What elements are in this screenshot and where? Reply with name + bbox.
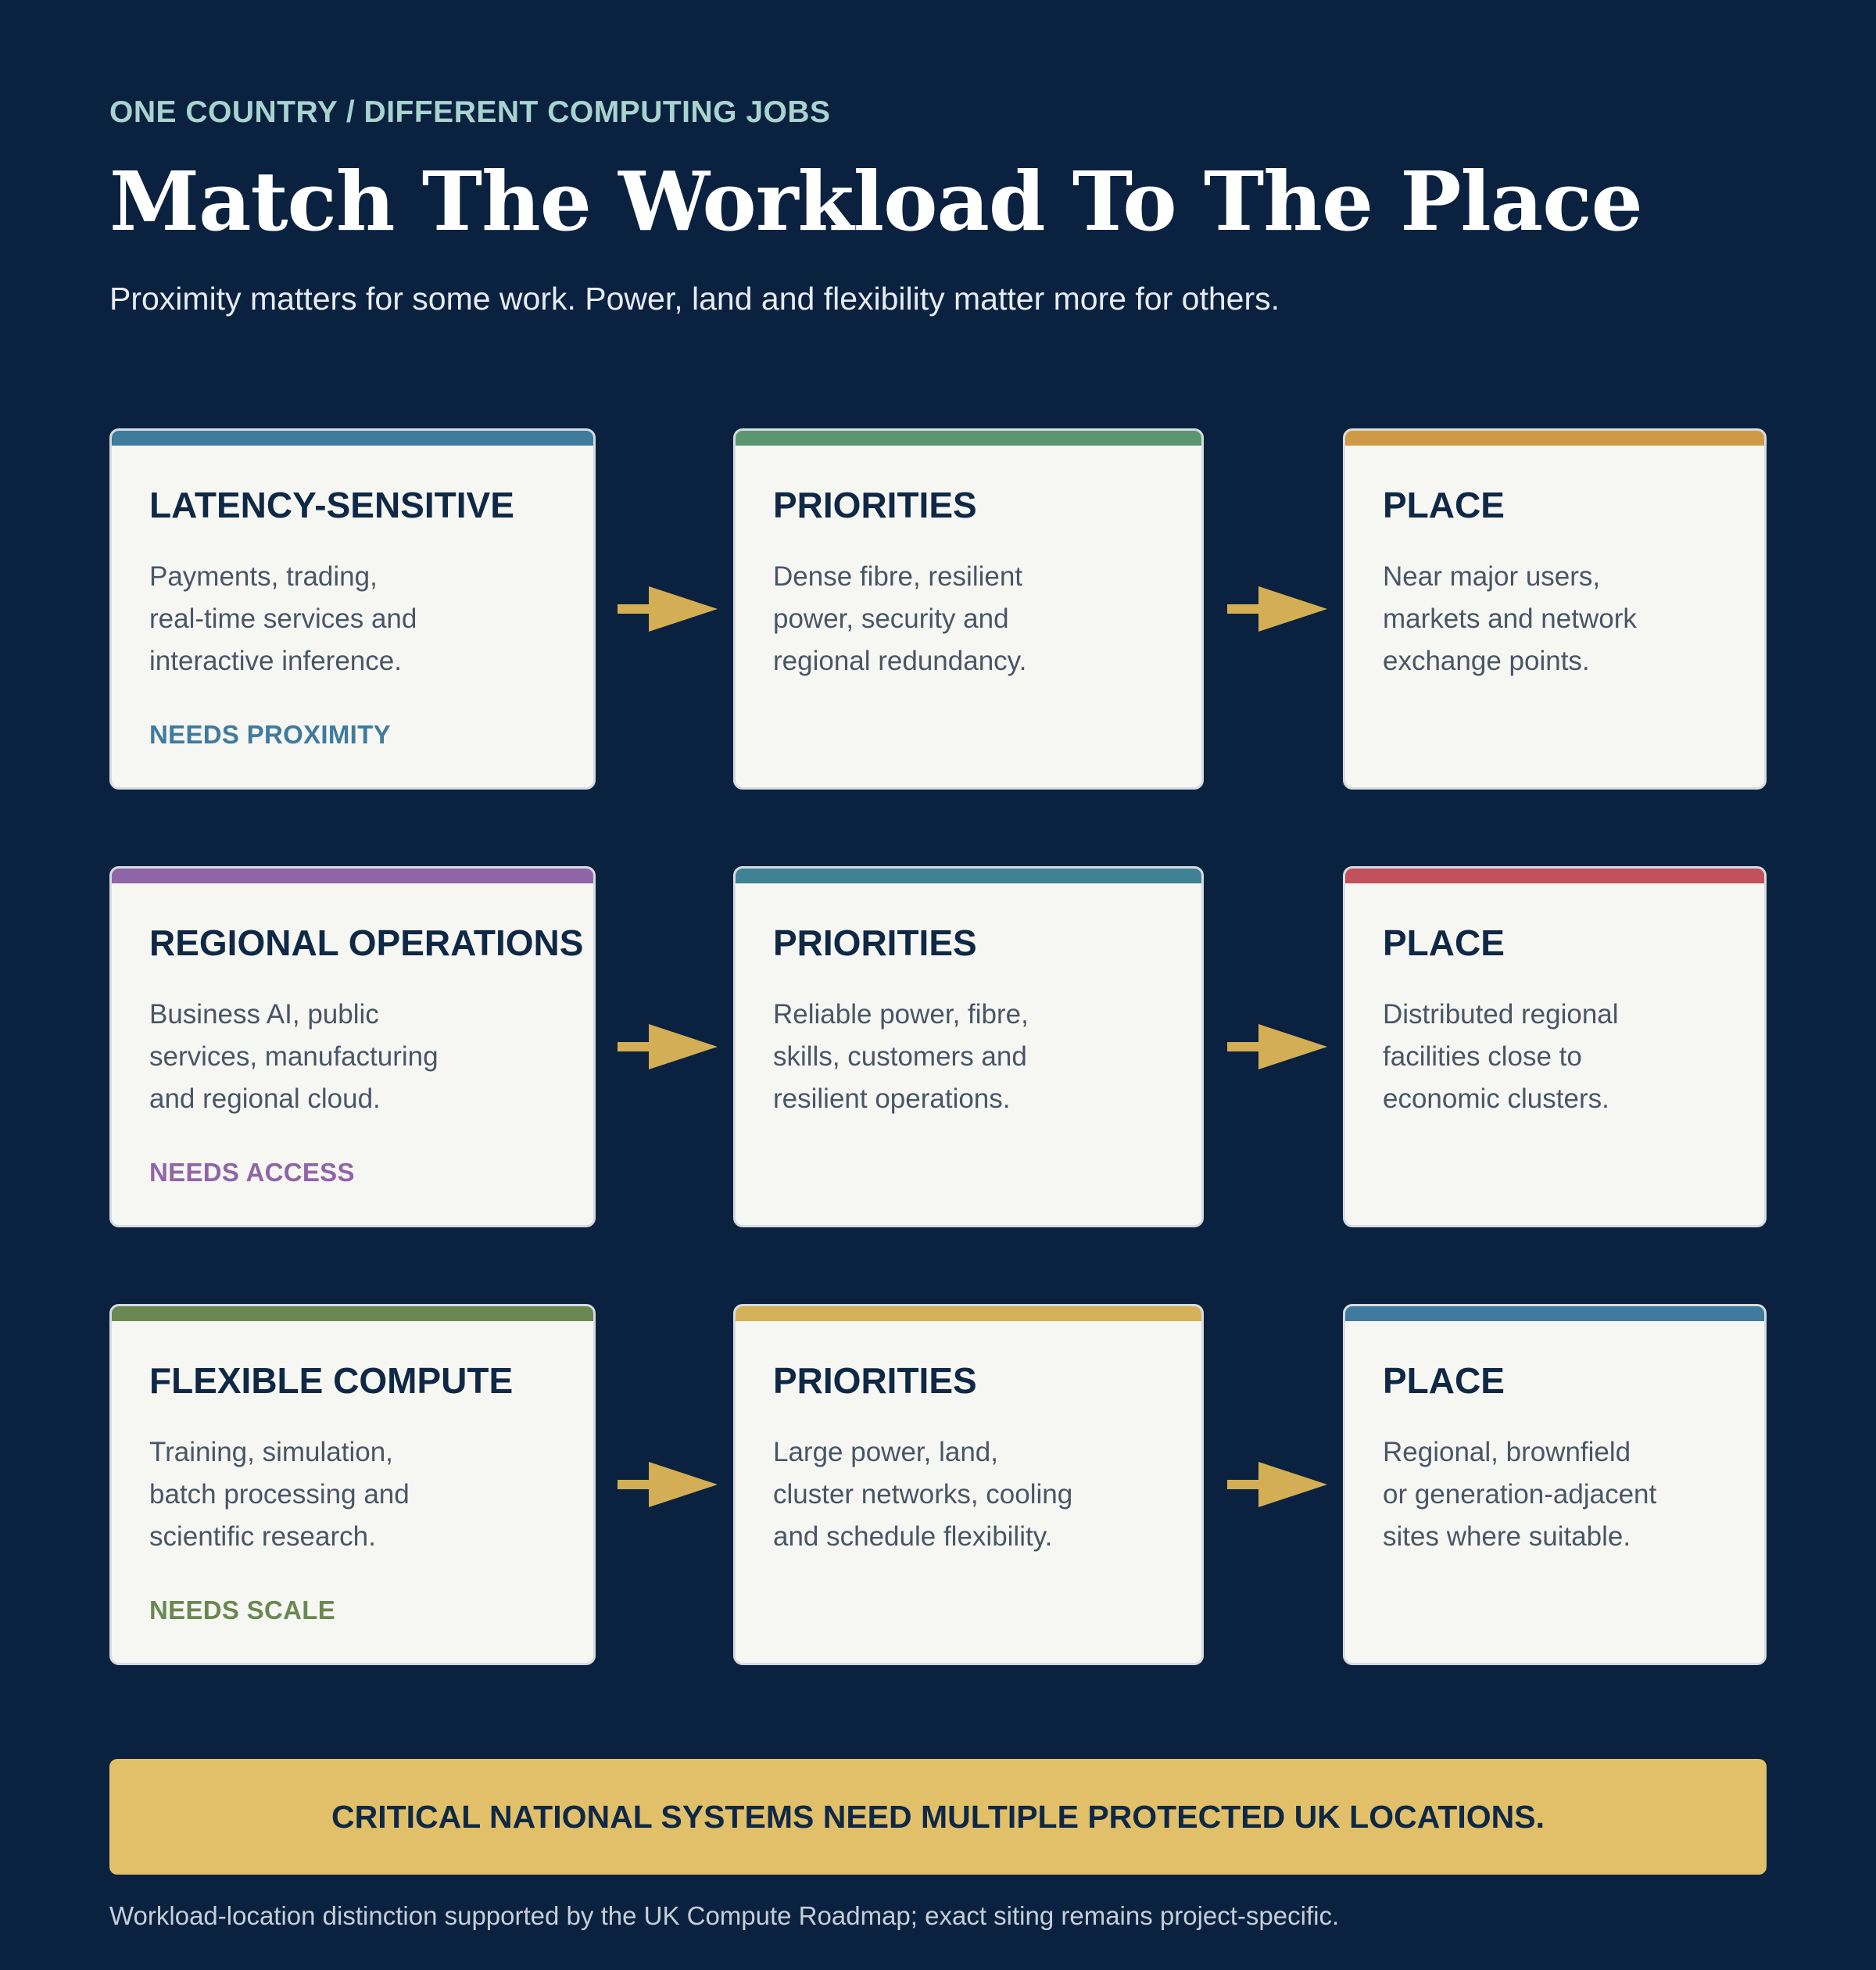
card-description-line: sites where suitable. [1383, 1521, 1631, 1552]
card-need-tag: NEEDS PROXIMITY [149, 720, 391, 749]
card-description: Distributed regional facilities close to e… [1383, 994, 1619, 1120]
card-description-line: Large power, land, [773, 1437, 998, 1467]
arrow-right-icon [618, 586, 718, 632]
card-accent-bar [736, 1306, 1201, 1321]
card-title: LATENCY-SENSITIVE [149, 485, 514, 525]
card-title: PRIORITIES [773, 485, 977, 525]
card-accent-bar [736, 869, 1201, 883]
card-description-line: economic clusters. [1383, 1084, 1609, 1114]
card-description: Training, simulation, batch processing an… [149, 1431, 410, 1558]
card-description-line: regional redundancy. [773, 646, 1027, 676]
card-description-line: interactive inference. [149, 646, 402, 676]
arrow-right-icon [618, 1462, 718, 1507]
card-description-line: resilient operations. [773, 1084, 1011, 1114]
card-description-line: exchange points. [1383, 646, 1590, 676]
card-description-line: Payments, trading, [149, 561, 378, 592]
card-description-line: and regional cloud. [149, 1084, 381, 1114]
card-description: Near major users, markets and network exch… [1383, 556, 1637, 682]
card-accent-bar [112, 431, 593, 446]
card-description-line: Training, simulation, [149, 1437, 393, 1467]
card-description: Large power, land, cluster networks, cool… [773, 1431, 1072, 1558]
workload-card: FLEXIBLE COMPUTE Training, simulation, bat… [109, 1304, 596, 1665]
card-description-line: skills, customers and [773, 1041, 1027, 1072]
card-title: PRIORITIES [773, 922, 977, 963]
card-description: Reliable power, fibre, skills, customers … [773, 994, 1029, 1120]
card-description-line: services, manufacturing [149, 1041, 439, 1072]
conclusion-banner: CRITICAL NATIONAL SYSTEMS NEED MULTIPLE … [109, 1759, 1767, 1875]
card-description-line: facilities close to [1383, 1041, 1582, 1072]
workload-card: REGIONAL OPERATIONS Business AI, public se… [109, 866, 596, 1227]
card-accent-bar [1345, 869, 1764, 883]
card-title: PRIORITIES [773, 1360, 977, 1401]
arrow-right-icon [1227, 1024, 1327, 1069]
banner-text: CRITICAL NATIONAL SYSTEMS NEED MULTIPLE … [331, 1798, 1545, 1835]
priorities-card: PRIORITIES Large power, land, cluster netw… [733, 1304, 1204, 1665]
card-description-line: Distributed regional [1383, 999, 1619, 1030]
eyebrow: ONE COUNTRY / DIFFERENT COMPUTING JOBS [109, 95, 831, 129]
card-accent-bar [736, 431, 1201, 446]
arrow-right-icon [1227, 1462, 1327, 1507]
arrow-right-icon [618, 1024, 718, 1069]
card-description-line: batch processing and [149, 1479, 410, 1510]
card-description-line: Regional, brownfield [1383, 1437, 1631, 1467]
card-description-line: or generation-adjacent [1383, 1479, 1657, 1510]
card-description-line: Business AI, public [149, 999, 379, 1030]
card-accent-bar [1345, 1306, 1764, 1321]
priorities-card: PRIORITIES Dense fibre, resilient power, s… [733, 428, 1204, 790]
priorities-card: PRIORITIES Reliable power, fibre, skills, … [733, 866, 1204, 1227]
card-description: Dense fibre, resilient power, security an… [773, 556, 1026, 682]
card-title: REGIONAL OPERATIONS [149, 922, 584, 963]
card-description-line: and schedule flexibility. [773, 1521, 1053, 1552]
card-title: FLEXIBLE COMPUTE [149, 1360, 514, 1401]
card-description-line: cluster networks, cooling [773, 1479, 1073, 1510]
card-title: PLACE [1383, 485, 1505, 525]
card-description-line: real-time services and [149, 604, 417, 634]
card-description-line: Near major users, [1383, 561, 1601, 592]
card-description-line: Reliable power, fibre, [773, 999, 1029, 1030]
card-title: PLACE [1383, 922, 1505, 963]
card-need-tag: NEEDS SCALE [149, 1596, 336, 1624]
card-description-line: Dense fibre, resilient [773, 561, 1023, 592]
card-description: Payments, trading, real-time services and… [149, 556, 417, 682]
card-description-line: scientific research. [149, 1521, 376, 1552]
footnote: Workload-location distinction supported … [109, 1901, 1340, 1930]
card-title: PLACE [1383, 1360, 1505, 1401]
card-description: Business AI, public services, manufacturi… [149, 994, 439, 1120]
card-description-line: markets and network [1383, 604, 1637, 634]
page-title: Match The Workload To The Place [109, 153, 1643, 249]
card-description-line: power, security and [773, 604, 1009, 634]
place-card: PLACE Distributed regional facilities clos… [1343, 866, 1767, 1227]
card-description: Regional, brownfield or generation-adjace… [1383, 1431, 1656, 1558]
place-card: PLACE Near major users, markets and networ… [1343, 428, 1767, 790]
card-accent-bar [112, 869, 593, 883]
subtitle: Proximity matters for some work. Power, … [109, 281, 1280, 317]
arrow-right-icon [1227, 586, 1327, 632]
card-need-tag: NEEDS ACCESS [149, 1158, 355, 1187]
place-card: PLACE Regional, brownfield or generation-a… [1343, 1304, 1767, 1665]
workload-card: LATENCY-SENSITIVE Payments, trading, real-… [109, 428, 596, 790]
card-accent-bar [112, 1306, 593, 1321]
card-accent-bar [1345, 431, 1764, 446]
